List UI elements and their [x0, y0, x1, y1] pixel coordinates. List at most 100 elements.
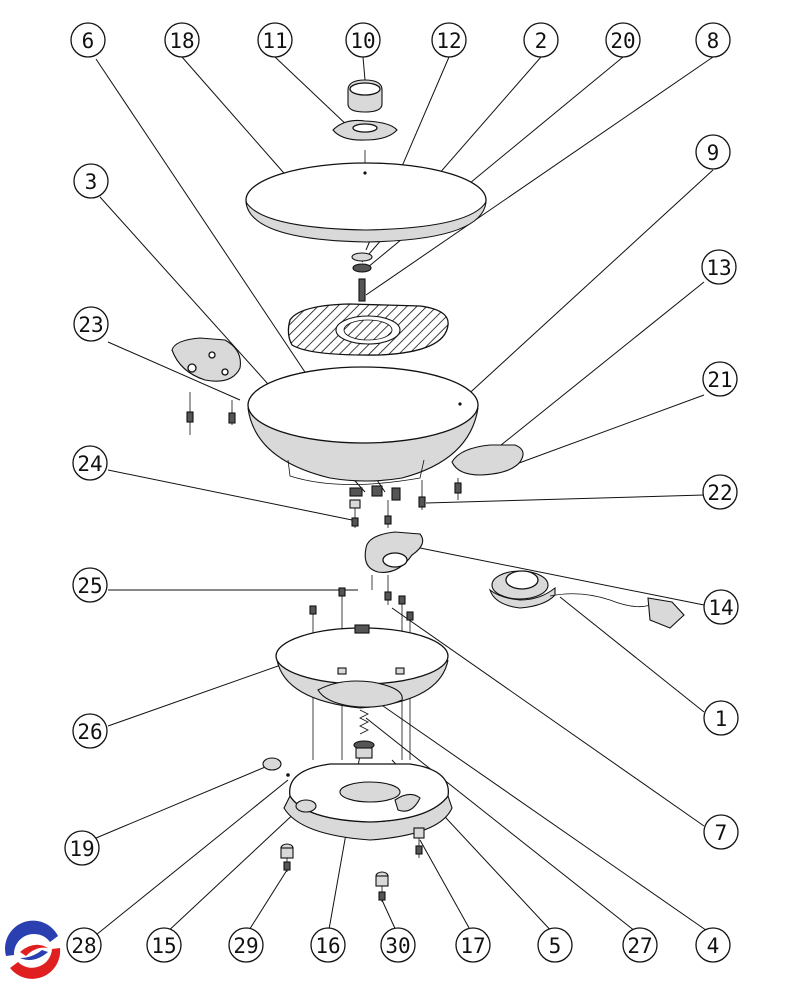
- right-handle-part: [418, 444, 524, 510]
- leader-21: [499, 394, 705, 471]
- leader-26: [107, 659, 296, 727]
- callout-2: 2: [523, 22, 559, 58]
- svg-text:21: 21: [707, 368, 732, 392]
- callout-6: 6: [70, 22, 106, 58]
- callout-26: 26: [72, 713, 108, 749]
- svg-text:5: 5: [549, 934, 562, 958]
- svg-text:20: 20: [610, 29, 635, 53]
- callout-24: 24: [72, 445, 108, 481]
- svg-text:6: 6: [82, 29, 95, 53]
- callout-29: 29: [228, 927, 264, 963]
- svg-text:12: 12: [436, 29, 461, 53]
- svg-text:2: 2: [535, 29, 548, 53]
- base-part: [283, 763, 453, 841]
- logo-red-arc: [10, 948, 61, 979]
- steaming-rack-part: [287, 303, 449, 356]
- logo-blue-arc: [5, 920, 58, 956]
- button-cap-part: [262, 757, 290, 777]
- spring-assembly-part: [353, 709, 375, 759]
- svg-text:8: 8: [707, 29, 720, 53]
- callout-3: 3: [73, 163, 109, 199]
- svg-text:30: 30: [385, 934, 410, 958]
- thermostat-control-part: [488, 570, 685, 629]
- callout-8: 8: [695, 22, 731, 58]
- svg-text:13: 13: [706, 256, 731, 280]
- callout-4: 4: [695, 927, 731, 963]
- callout-23: 23: [73, 306, 109, 342]
- leader-10: [362, 56, 366, 81]
- svg-text:15: 15: [151, 934, 176, 958]
- callout-22: 22: [702, 474, 738, 510]
- feet-part: [280, 827, 425, 902]
- logo-blue-swoosh: [20, 950, 48, 960]
- left-handle-part: [171, 337, 241, 435]
- svg-text:27: 27: [627, 934, 652, 958]
- svg-text:3: 3: [85, 170, 98, 194]
- callout-25: 25: [72, 567, 108, 603]
- callout-20: 20: [605, 22, 641, 58]
- svg-text:16: 16: [315, 934, 340, 958]
- connector-housing-part: [364, 531, 424, 605]
- svg-text:1: 1: [715, 707, 728, 731]
- leader-8: [365, 56, 714, 296]
- wok-pan-part: [247, 366, 479, 485]
- logo-red-swoosh: [20, 944, 48, 956]
- lid-screw-stack-part: [351, 252, 373, 302]
- leader-27: [365, 717, 641, 936]
- leader-23: [107, 341, 241, 401]
- leader-17: [419, 839, 474, 936]
- svg-text:26: 26: [77, 720, 102, 744]
- heat-shield-part: [275, 624, 449, 709]
- callout-11: 11: [257, 22, 293, 58]
- leader-14: [419, 547, 705, 606]
- svg-text:29: 29: [233, 934, 258, 958]
- leader-19: [95, 764, 271, 839]
- callout-30: 30: [380, 927, 416, 963]
- callout-10: 10: [345, 22, 381, 58]
- svg-text:18: 18: [169, 29, 194, 53]
- leader-4: [359, 689, 714, 936]
- leader-13: [469, 281, 705, 471]
- callout-12: 12: [431, 22, 467, 58]
- callout-15: 15: [146, 927, 182, 963]
- svg-text:22: 22: [707, 481, 732, 505]
- callout-16: 16: [310, 927, 346, 963]
- svg-text:4: 4: [707, 934, 720, 958]
- svg-text:23: 23: [78, 313, 103, 337]
- leader-lines: [95, 56, 714, 936]
- callout-1: 1: [703, 700, 739, 736]
- leader-15: [163, 807, 301, 936]
- callout-7: 7: [703, 814, 739, 850]
- callouts: 6 18 11 10 12 2 20 8 9 3 13 23 21 24 22 …: [64, 22, 739, 963]
- callout-19: 19: [64, 830, 100, 866]
- leader-22: [425, 494, 705, 504]
- glass-lid-part: [245, 162, 487, 243]
- leader-29: [245, 869, 288, 936]
- callout-18: 18: [164, 22, 200, 58]
- callout-13: 13: [701, 249, 737, 285]
- svg-text:10: 10: [350, 29, 375, 53]
- svg-text:14: 14: [708, 596, 733, 620]
- leader-24: [107, 469, 353, 521]
- svg-text:9: 9: [707, 141, 720, 165]
- svg-text:25: 25: [77, 574, 102, 598]
- parts: [171, 79, 685, 902]
- svg-text:7: 7: [715, 821, 728, 845]
- callout-17: 17: [455, 927, 491, 963]
- leader-7: [391, 607, 705, 827]
- brand-logo: [5, 920, 61, 979]
- lid-knob-part: [347, 79, 383, 113]
- callout-27: 27: [622, 927, 658, 963]
- callout-14: 14: [703, 589, 739, 625]
- leader-18: [181, 56, 291, 181]
- svg-text:28: 28: [71, 934, 96, 958]
- callout-9: 9: [695, 134, 731, 170]
- callout-5: 5: [537, 927, 573, 963]
- leader-9: [461, 169, 714, 401]
- callout-28: 28: [66, 927, 102, 963]
- leader-1: [559, 596, 705, 713]
- svg-text:19: 19: [69, 837, 94, 861]
- knob-washer-part: [332, 119, 398, 172]
- callout-21: 21: [702, 361, 738, 397]
